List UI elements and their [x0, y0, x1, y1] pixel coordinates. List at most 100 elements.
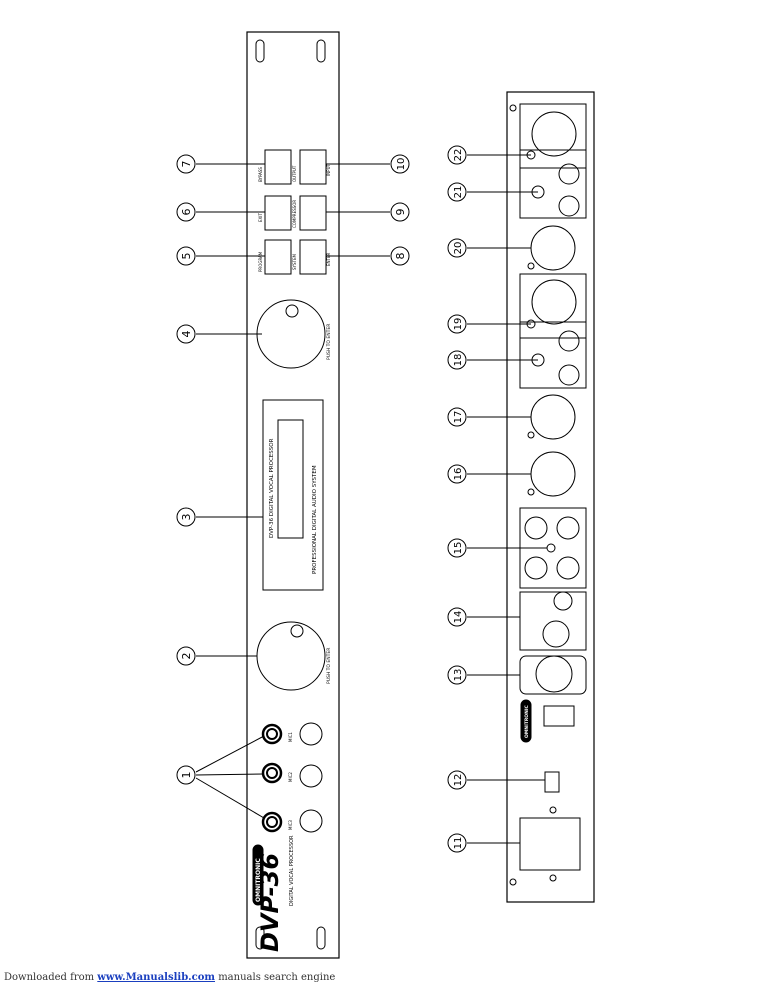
- callout-20-text: 20: [453, 242, 464, 255]
- button-label-6: EXIT: [258, 213, 263, 222]
- footer-suffix: manuals search engine: [218, 972, 336, 983]
- mic-jack-3[interactable]: [299, 809, 323, 833]
- callout-14-text: 14: [453, 611, 464, 624]
- power-inlet-11[interactable]: [519, 817, 581, 871]
- front-logo-text: OMNITRONIC: [255, 858, 262, 902]
- callout-4: 4: [176, 324, 196, 344]
- callout-11-text: 11: [453, 837, 464, 850]
- callout-15: 15: [447, 538, 467, 558]
- jack-18b[interactable]: [558, 364, 580, 386]
- button-label-10: INPUT: [326, 163, 331, 176]
- knob-4-indicator: [285, 304, 299, 318]
- knob-2-indicator: [290, 624, 304, 638]
- knob-4-label: PUSH TO ENTER: [326, 324, 332, 360]
- callout-1: 1: [176, 765, 196, 785]
- callout-18-text: 18: [453, 354, 464, 367]
- mic-label-3: MIC3: [288, 820, 293, 830]
- callout-22-text: 22: [453, 149, 464, 162]
- display-line-2: PROFESSIONAL DIGITAL AUDIO SYSTEM: [312, 465, 318, 574]
- jack-14a[interactable]: [542, 620, 570, 648]
- callout-3-text: 3: [180, 514, 193, 521]
- manualslib-link[interactable]: www.Manualslib.com: [97, 972, 216, 983]
- button-6[interactable]: [264, 195, 292, 231]
- callout-19-text: 19: [453, 318, 464, 331]
- front-panel-outline: [246, 31, 340, 959]
- connector-13[interactable]: [535, 655, 573, 693]
- rca-15d[interactable]: [556, 556, 580, 580]
- button-7[interactable]: [264, 149, 292, 185]
- callout-10-text: 10: [396, 158, 407, 171]
- callout-17: 17: [447, 407, 467, 427]
- jack-21a[interactable]: [558, 163, 580, 185]
- rca-15c[interactable]: [524, 556, 548, 580]
- callout-7: 7: [176, 154, 196, 174]
- xlr-connector-20[interactable]: [530, 225, 576, 271]
- callout-11: 11: [447, 833, 467, 853]
- callout-6: 6: [176, 202, 196, 222]
- callout-5: 5: [176, 246, 196, 266]
- button-label-8: ENTER: [326, 253, 331, 266]
- xlr-connector-16[interactable]: [530, 451, 576, 497]
- button-5[interactable]: [264, 239, 292, 275]
- switch-12[interactable]: [544, 771, 560, 793]
- mic-label-1: MIC1: [288, 732, 293, 742]
- front-panel: [246, 31, 340, 959]
- callout-13: 13: [447, 665, 467, 685]
- footer-prefix: Downloaded from: [4, 972, 95, 983]
- display-frame: [262, 399, 324, 591]
- jack-21b[interactable]: [558, 195, 580, 217]
- mic-knob-1[interactable]: [261, 723, 283, 745]
- model-subtitle: DIGITAL VOCAL PROCESSOR: [289, 835, 295, 906]
- rca-15a[interactable]: [524, 516, 548, 540]
- callout-5-text: 5: [180, 253, 193, 260]
- mic-knob-3[interactable]: [261, 811, 283, 833]
- button-label-5: PROGRAM: [258, 251, 263, 272]
- knob-4[interactable]: [256, 299, 326, 369]
- jack-14b[interactable]: [553, 591, 573, 611]
- mounting-slot: [255, 39, 265, 63]
- callout-19: 19: [447, 314, 467, 334]
- callout-13-text: 13: [453, 669, 464, 682]
- rca-15b[interactable]: [556, 516, 580, 540]
- callout-1-text: 1: [180, 772, 193, 779]
- button-label-9: COMPRESSOR: [292, 200, 297, 228]
- callout-22: 22: [447, 145, 467, 165]
- front-logo-badge: [252, 844, 264, 906]
- xlr-connector-17[interactable]: [530, 394, 576, 440]
- callout-20: 20: [447, 238, 467, 258]
- rear-logo-badge: [520, 699, 532, 743]
- callout-8-text: 8: [394, 253, 407, 260]
- callout-17-text: 17: [453, 411, 464, 424]
- xlr-connector-22[interactable]: [531, 111, 577, 157]
- button-8[interactable]: [299, 239, 327, 275]
- button-10[interactable]: [299, 149, 327, 185]
- callout-21: 21: [447, 182, 467, 202]
- download-footer: Downloaded from www.Manualslib.com manua…: [4, 972, 335, 983]
- callout-8: 8: [390, 246, 410, 266]
- display-line-1: DVP-36 DIGITAL VOCAL PROCESSOR: [269, 438, 275, 538]
- mounting-slot: [316, 39, 326, 63]
- xlr-connector-19[interactable]: [531, 279, 577, 325]
- callout-16-text: 16: [453, 468, 464, 481]
- mic-jack-1[interactable]: [299, 722, 323, 746]
- mic-knob-2[interactable]: [261, 762, 283, 784]
- callout-2: 2: [176, 646, 196, 666]
- jack-18a[interactable]: [558, 330, 580, 352]
- mounting-slot: [316, 926, 326, 950]
- rear-panel-outline: [506, 91, 595, 903]
- callout-15-text: 15: [453, 542, 464, 555]
- callout-18: 18: [447, 350, 467, 370]
- callout-9-text: 9: [394, 209, 407, 216]
- mic-jack-2[interactable]: [299, 764, 323, 788]
- callout-10: 10: [390, 154, 410, 174]
- rear-panel: [506, 91, 595, 903]
- display-window: [277, 419, 304, 539]
- button-label-10b: OUTPUT: [292, 165, 297, 182]
- rear-logo-text: OMNITRONIC: [524, 704, 530, 738]
- button-label-5b: SYSTEM: [292, 254, 297, 270]
- button-9[interactable]: [299, 195, 327, 231]
- mic-label-2: MIC2: [288, 772, 293, 782]
- callout-9: 9: [390, 202, 410, 222]
- callout-12: 12: [447, 770, 467, 790]
